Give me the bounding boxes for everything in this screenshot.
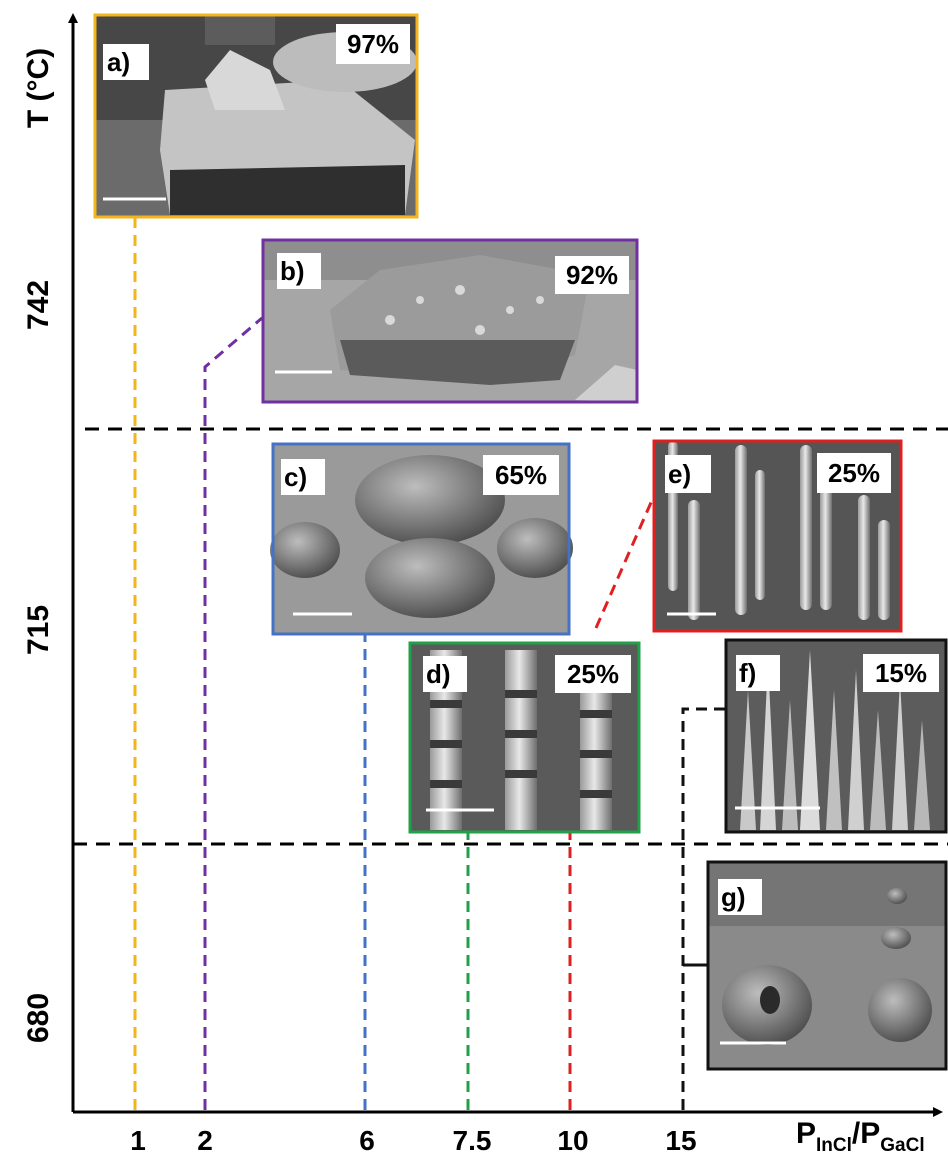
- connector-b: [203, 316, 263, 1110]
- panel-d-percent: 25%: [567, 659, 619, 689]
- x-title-p2: P: [860, 1117, 880, 1150]
- x-title-sub1: InCl: [816, 1135, 852, 1156]
- panel-e-label: e): [668, 459, 691, 489]
- x-tick-2: 2: [197, 1125, 213, 1156]
- y-tick-680: 680: [22, 993, 55, 1043]
- connector-f: [681, 707, 725, 1110]
- y-axis-title: T (°C): [22, 48, 55, 128]
- x-tick-1: 1: [130, 1125, 146, 1156]
- y-tick-742: 742: [22, 280, 55, 330]
- panel-f: f) 15%: [724, 638, 948, 834]
- panel-f-label: f): [739, 658, 756, 688]
- panel-c: c) 65%: [270, 442, 573, 636]
- panel-a-label: a): [107, 47, 130, 77]
- x-tick-10: 10: [557, 1125, 588, 1156]
- x-title-p1: P: [796, 1117, 816, 1150]
- panel-e: e) 25%: [652, 439, 903, 633]
- panel-d-label: d): [426, 659, 451, 689]
- panel-a-percent: 97%: [347, 29, 399, 59]
- panel-a: a) 97%: [93, 13, 419, 219]
- x-title-sub2: GaCl: [880, 1135, 924, 1156]
- panel-g-label: g): [721, 882, 746, 912]
- panel-g: g): [706, 860, 948, 1071]
- x-tick-15: 15: [665, 1125, 696, 1156]
- panel-d: d) 25%: [408, 641, 641, 834]
- panel-b-label: b): [280, 256, 305, 286]
- panel-b-percent: 92%: [566, 260, 618, 290]
- panel-c-label: c): [284, 462, 307, 492]
- panel-e-percent: 25%: [828, 458, 880, 488]
- panel-b: b) 92%: [261, 238, 639, 404]
- connector-e-diagonal: [594, 497, 655, 629]
- panel-c-percent: 65%: [495, 460, 547, 490]
- x-tick-6: 6: [359, 1125, 375, 1156]
- x-title-slash: /: [852, 1117, 861, 1150]
- y-tick-715: 715: [22, 605, 55, 655]
- panel-f-percent: 15%: [875, 658, 927, 688]
- x-axis-title: PInCl/PGaCl: [796, 1117, 925, 1156]
- x-tick-7-5: 7.5: [453, 1125, 492, 1156]
